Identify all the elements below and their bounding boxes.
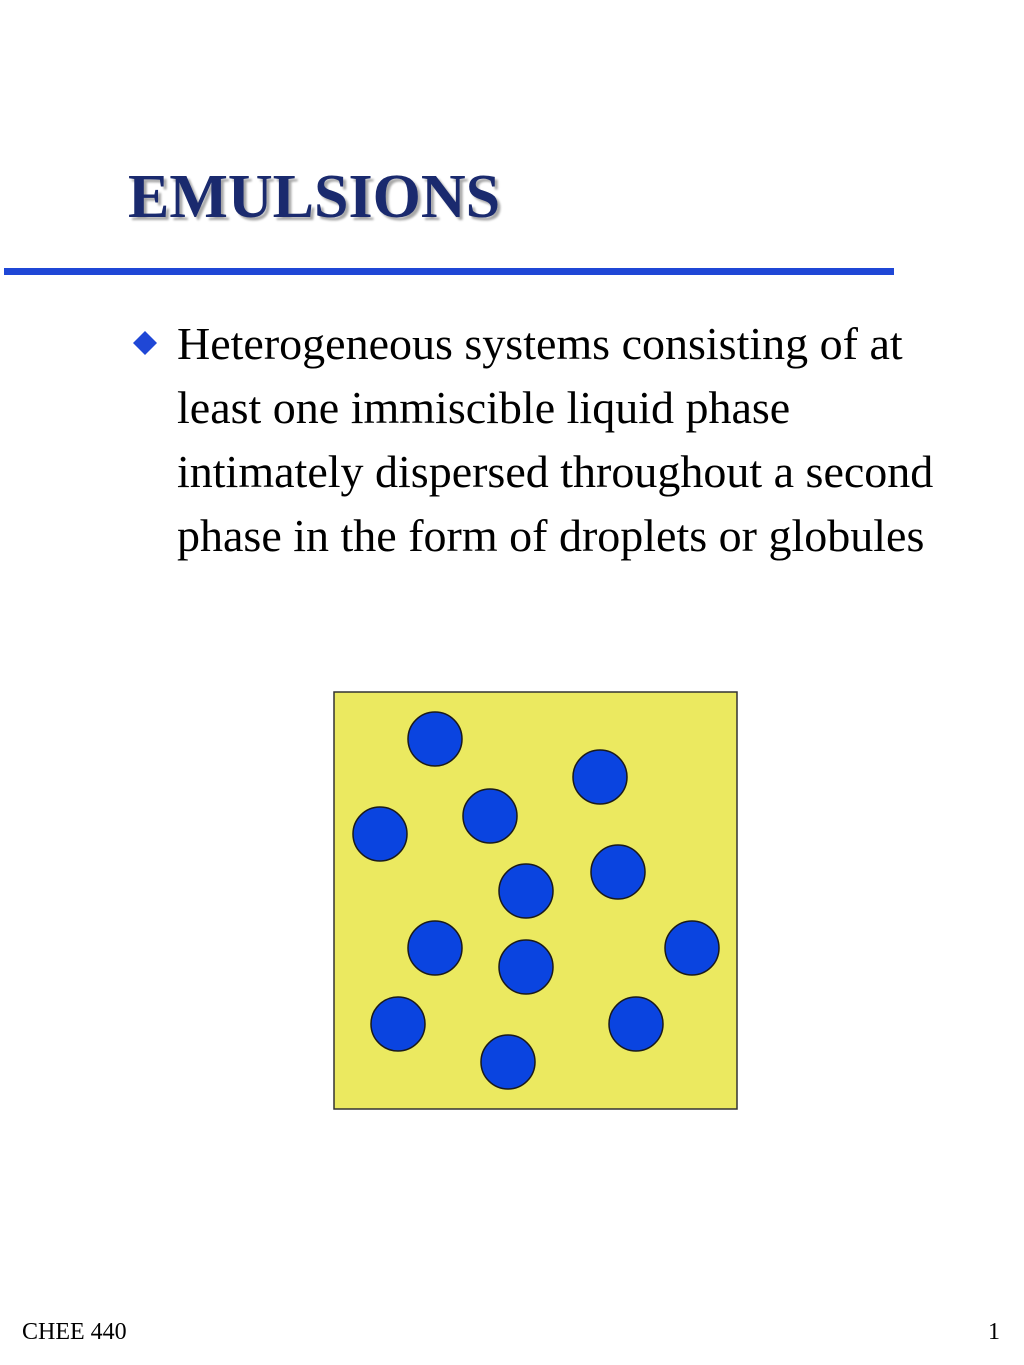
diamond-bullet-icon (133, 331, 157, 355)
droplet (498, 863, 554, 919)
droplet (407, 920, 463, 976)
emulsion-droplets-diagram (333, 691, 738, 1110)
droplet (462, 788, 518, 844)
droplet (498, 939, 554, 995)
droplet (352, 806, 408, 862)
bullet-text: Heterogeneous systems consisting of at l… (177, 318, 934, 561)
footer-page-number: 1 (988, 1319, 1000, 1345)
droplet (407, 711, 463, 767)
slide-title: EMULSIONS (128, 163, 501, 231)
droplet (480, 1034, 536, 1090)
droplet (590, 844, 646, 900)
footer-course: CHEE 440 (22, 1319, 127, 1345)
droplet (664, 920, 720, 976)
droplet (572, 749, 628, 805)
title-underline (4, 268, 894, 275)
droplet (370, 996, 426, 1052)
droplet (608, 996, 664, 1052)
